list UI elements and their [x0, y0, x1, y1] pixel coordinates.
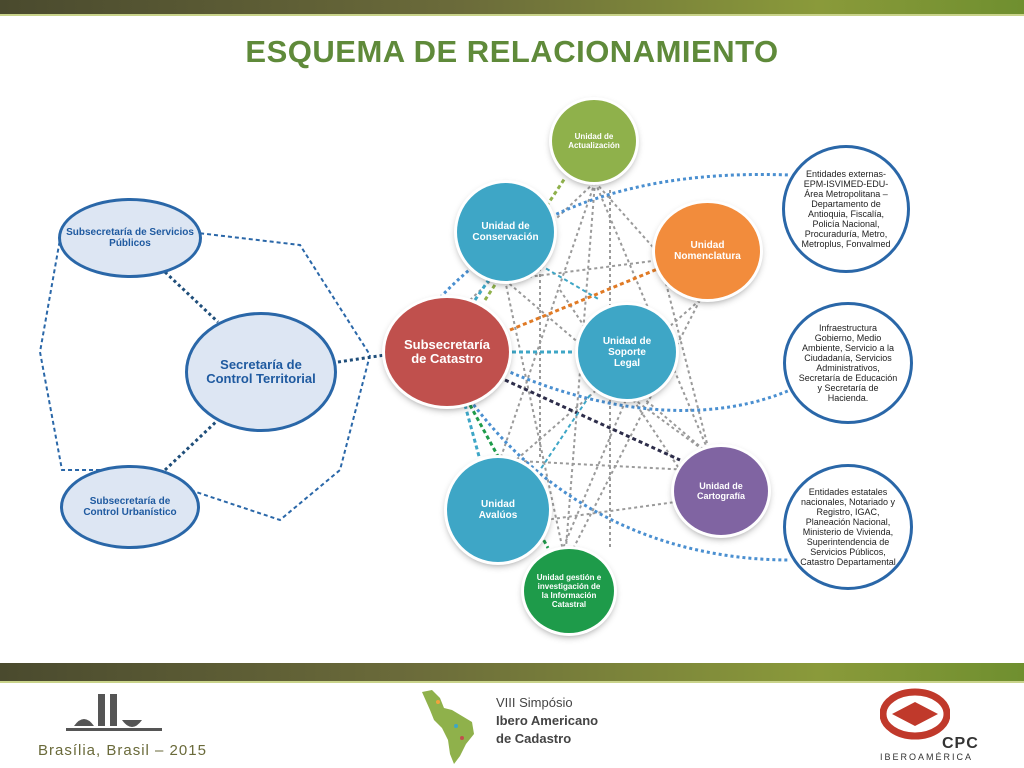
- cpc-logo-text: CPC: [942, 735, 979, 752]
- node-actualizacion-label: Unidad de Actualización: [568, 132, 620, 150]
- node-cartografia-label: Unidad de Cartografía: [696, 481, 745, 501]
- event-line3: de Cadastro: [496, 731, 572, 746]
- node-control-territorial: Secretaría de Control Territorial: [185, 312, 337, 432]
- node-control-urbanistico: Subsecretaría de Control Urbanístico: [60, 465, 200, 549]
- link-servicios-territorial: [163, 270, 220, 324]
- link-catastro-nomenclatura: [509, 266, 661, 332]
- node-servicios-publicos: Subsecretaría de Servicios Públicos: [58, 198, 202, 278]
- node-entidades-estatales-label: Entidades estatales nacionales, Notariad…: [800, 487, 896, 567]
- arc-catastro-estatales: [468, 399, 791, 562]
- node-conservacion-label: Unidad de Conservación: [472, 221, 539, 243]
- link-catastro-conservacion: [473, 277, 492, 301]
- cpc-logo-icon: [880, 688, 950, 740]
- top-bar-line: [0, 14, 1024, 16]
- link-urbanistico-territorial: [163, 418, 220, 472]
- node-entidades-externas-label: Entidades externas- EPM-ISVIMED-EDU- Áre…: [801, 169, 891, 249]
- node-avaluos: Unidad Avalúos: [447, 458, 549, 562]
- event-line2: Ibero Americano: [496, 713, 599, 728]
- event-line1: VIII Simpósio: [496, 695, 573, 710]
- node-infraestructura: Infraestructura Gobierno, Medio Ambiente…: [783, 302, 913, 424]
- node-catastro-label: Subsecretaría de Catastro: [404, 337, 490, 366]
- node-soporte-legal-label: Unidad de Soporte Legal: [602, 335, 652, 369]
- node-control-territorial-label: Secretaría de Control Territorial: [206, 357, 316, 386]
- top-bar: [0, 0, 1024, 14]
- cpc-logo-subtext: IBEROAMÉRICA: [880, 752, 974, 762]
- node-infraestructura-label: Infraestructura Gobierno, Medio Ambiente…: [798, 323, 898, 403]
- node-entidades-externas: Entidades externas- EPM-ISVIMED-EDU- Áre…: [782, 145, 910, 273]
- arc-catastro-externas: [418, 173, 791, 321]
- node-catastro: Subsecretaría de Catastro: [385, 298, 509, 406]
- link-soporte-avaluos: [539, 394, 591, 471]
- hexagon-outline: [38, 223, 372, 522]
- node-nomenclatura-label: Unidad Nomenclatura: [674, 240, 741, 262]
- latin-america-map-logo: [422, 690, 474, 764]
- bottom-bar: [0, 663, 1024, 681]
- congress-building-logo: [66, 694, 162, 731]
- page-title: ESQUEMA DE RELACIONAMIENTO: [245, 34, 779, 69]
- node-entidades-estatales: Entidades estatales nacionales, Notariad…: [783, 464, 913, 590]
- node-avaluos-label: Unidad Avalúos: [478, 499, 518, 521]
- node-nomenclatura: Unidad Nomenclatura: [655, 203, 760, 299]
- node-gestion: Unidad gestión e investigación de la Inf…: [524, 549, 614, 633]
- node-control-urbanistico-label: Subsecretaría de Control Urbanístico: [83, 496, 177, 518]
- footer-city: Brasília, Brasil – 2015: [38, 742, 207, 759]
- link-catastro-avaluos: [463, 404, 482, 461]
- bottom-bar-line: [0, 681, 1024, 683]
- node-gestion-label: Unidad gestión e investigación de la Inf…: [536, 573, 602, 609]
- node-conservacion: Unidad de Conservación: [457, 183, 554, 281]
- node-soporte-legal: Unidad de Soporte Legal: [578, 305, 676, 399]
- link-territorial-catastro: [337, 353, 386, 364]
- node-servicios-publicos-label: Subsecretaría de Servicios Públicos: [66, 227, 194, 249]
- node-actualizacion: Unidad de Actualización: [552, 100, 636, 182]
- event-name: VIII Simpósio Ibero Americano de Cadastr…: [496, 694, 598, 748]
- link-conservacion-soporte: [539, 264, 601, 301]
- node-cartografia: Unidad de Cartografía: [674, 447, 768, 535]
